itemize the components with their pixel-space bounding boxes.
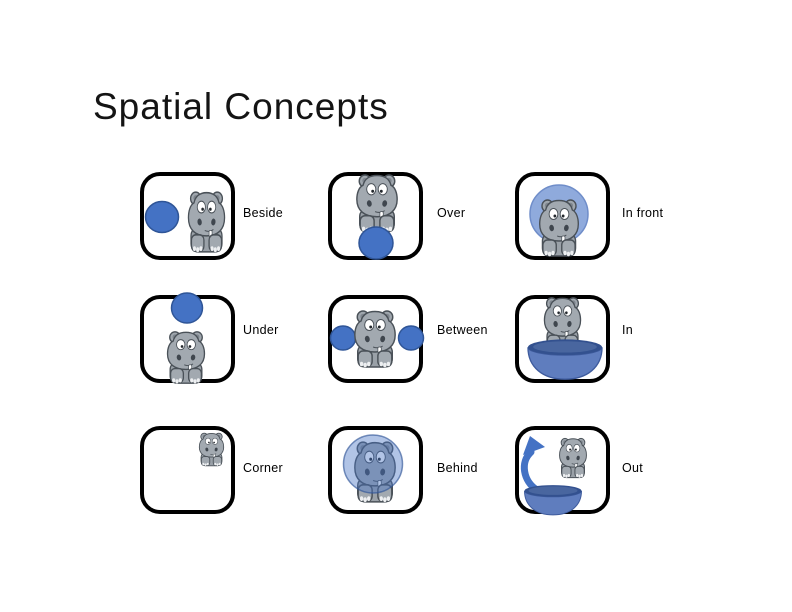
hippo-icon [187,191,226,253]
scene-over [356,174,398,260]
scene-between [329,310,425,369]
concept-cell-out [515,426,610,516]
scene-in [527,297,603,380]
scene-behind [342,434,404,503]
hippo-icon [538,199,580,258]
concept-cell-corner [140,426,235,514]
ball-icon [397,325,425,351]
hippo-icon [559,437,587,479]
concept-cell-in [515,295,610,383]
concept-label-beside: Beside [243,206,284,220]
concept-cell-in-front [515,172,610,260]
bowl-icon [527,338,603,380]
curved-arrow-icon [520,436,545,494]
concept-label-corner: Corner [243,461,284,475]
scene-beside [144,191,226,253]
hippo-icon [356,174,398,234]
ball-icon [329,325,357,351]
concept-cell-over [328,172,423,260]
circle-icon [342,434,404,494]
concept-label-out: Out [622,461,644,475]
concept-cell-between [328,295,425,383]
concept-cell-under [140,292,235,385]
concept-label-under: Under [243,323,279,337]
concept-label-in: In [622,323,634,337]
ball-icon [358,226,394,260]
concept-label-over: Over [437,206,466,220]
page-title: Spatial Concepts [93,86,389,127]
bowl-icon [523,484,583,516]
concept-cell-behind [328,426,423,514]
concept-label-between: Between [437,323,488,337]
concept-label-behind: Behind [437,461,478,475]
ball-icon [170,292,204,324]
hippo-icon [166,331,206,385]
scene-in-front [529,184,589,258]
scene-corner [198,432,225,467]
concept-cell-beside [140,172,235,260]
ball-icon [144,200,180,234]
scene-out [520,436,587,516]
concept-label-in-front: In front [622,206,664,220]
scene-under [166,292,206,385]
hippo-icon [198,432,225,467]
hippo-icon [354,310,396,369]
